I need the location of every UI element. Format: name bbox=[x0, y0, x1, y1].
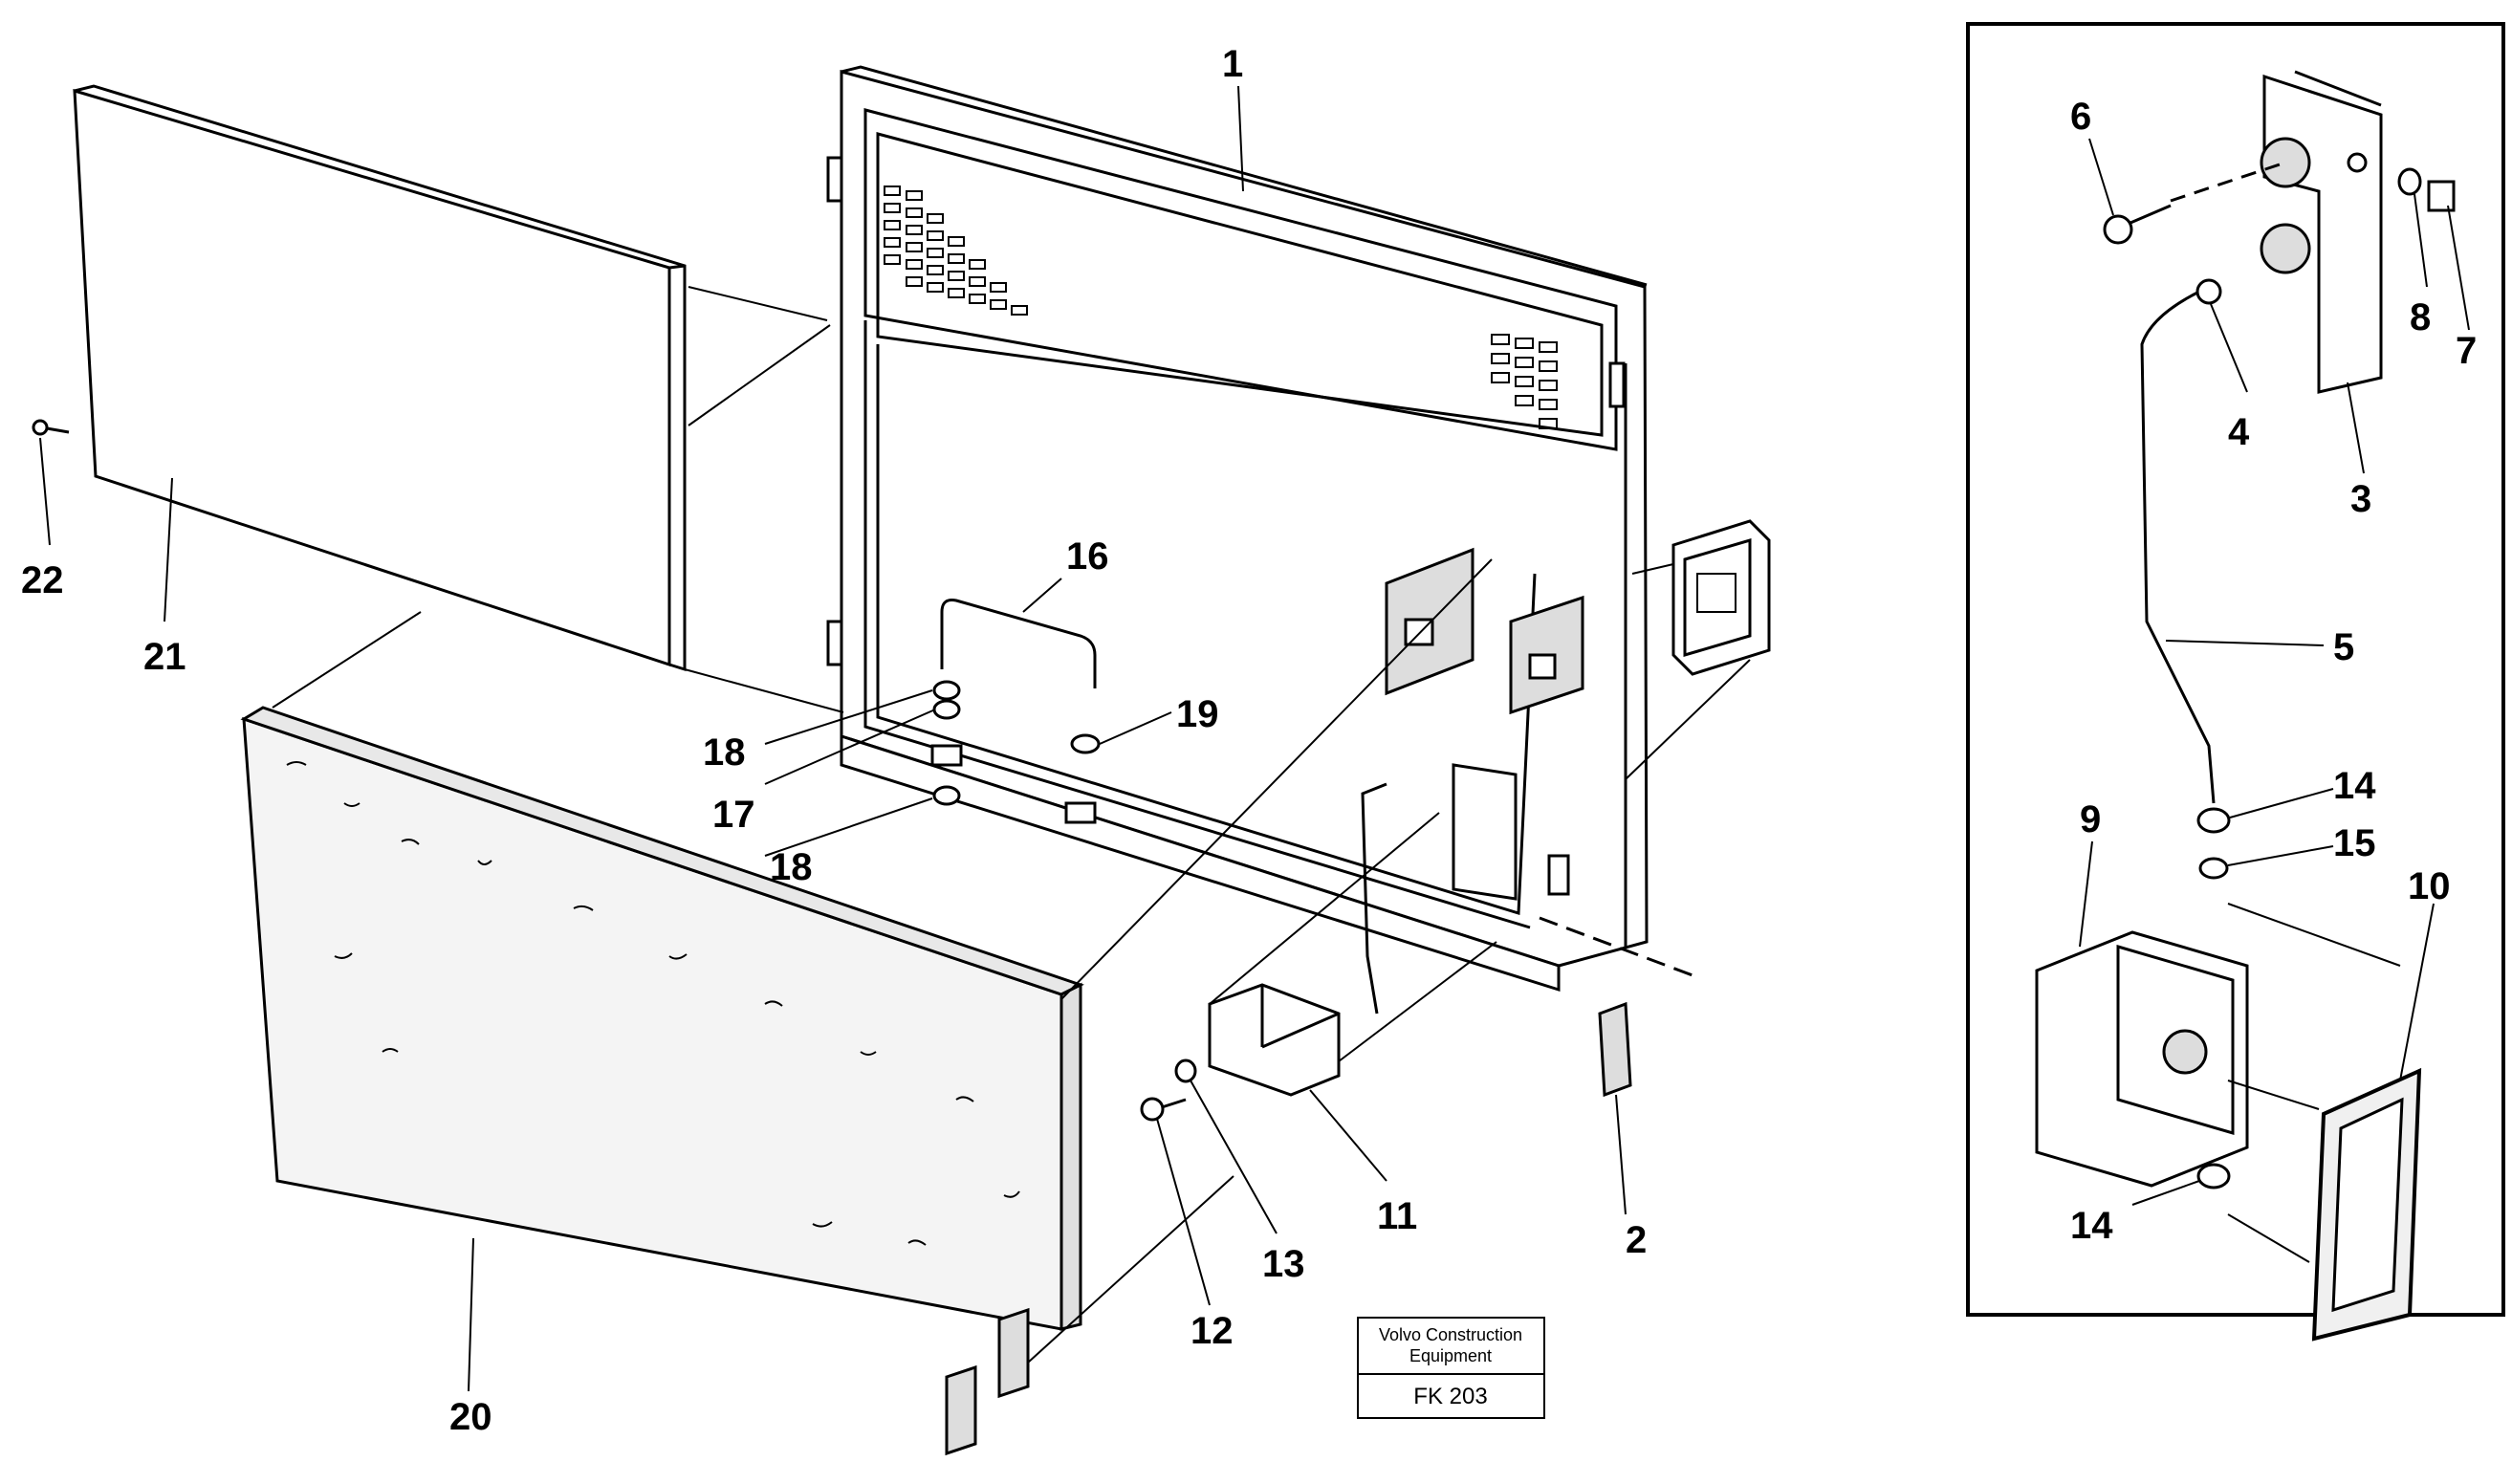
callout-9: 9 bbox=[2080, 798, 2101, 840]
detail-inset-frame bbox=[1966, 22, 2505, 1317]
callout-14b: 14 bbox=[2070, 1205, 2113, 1247]
callout-4: 4 bbox=[2228, 411, 2250, 453]
callout-labels: 1 2 3 4 5 6 7 8 9 10 11 12 13 14 14 15 1… bbox=[21, 43, 2477, 1438]
screw-22 bbox=[32, 419, 70, 436]
callout-6: 6 bbox=[2070, 96, 2091, 138]
callout-21: 21 bbox=[143, 636, 186, 678]
caption-line1: Volvo Construction bbox=[1379, 1325, 1522, 1344]
callout-10: 10 bbox=[2408, 865, 2451, 907]
callout-3: 3 bbox=[2350, 478, 2371, 520]
callout-2: 2 bbox=[1626, 1219, 1647, 1261]
callout-18b: 18 bbox=[770, 846, 813, 888]
callout-13: 13 bbox=[1262, 1243, 1305, 1285]
handle-16 bbox=[930, 599, 1101, 824]
callout-7: 7 bbox=[2456, 330, 2477, 372]
callout-15: 15 bbox=[2333, 822, 2376, 864]
callout-8: 8 bbox=[2410, 296, 2431, 338]
frame-1 bbox=[826, 65, 1649, 993]
callout-5: 5 bbox=[2333, 626, 2354, 668]
callout-16: 16 bbox=[1066, 535, 1109, 578]
screw-12 bbox=[1140, 1097, 1187, 1122]
lamp-housing bbox=[1671, 519, 1771, 676]
caption-line2: Equipment bbox=[1409, 1346, 1492, 1365]
callout-17: 17 bbox=[712, 794, 755, 836]
callout-1: 1 bbox=[1222, 43, 1243, 85]
inset-latch-detail bbox=[2035, 70, 2456, 1342]
washer-13 bbox=[1174, 1058, 1197, 1083]
callout-leaders bbox=[39, 85, 2470, 1392]
callout-19: 19 bbox=[1176, 693, 1219, 735]
panel-20 bbox=[240, 706, 1084, 1456]
callout-14a: 14 bbox=[2333, 765, 2376, 807]
caption-code: FK 203 bbox=[1413, 1384, 1487, 1409]
caption-box: Volvo Construction Equipment FK 203 bbox=[1357, 1317, 1545, 1419]
callout-18a: 18 bbox=[703, 731, 746, 774]
panel-21 bbox=[73, 84, 687, 672]
callout-20: 20 bbox=[449, 1396, 492, 1438]
callout-12: 12 bbox=[1190, 1310, 1234, 1352]
part-2 bbox=[1598, 1001, 1632, 1098]
callout-11: 11 bbox=[1377, 1195, 1417, 1237]
assembly-lines bbox=[272, 286, 1751, 1364]
callout-22: 22 bbox=[21, 559, 64, 601]
